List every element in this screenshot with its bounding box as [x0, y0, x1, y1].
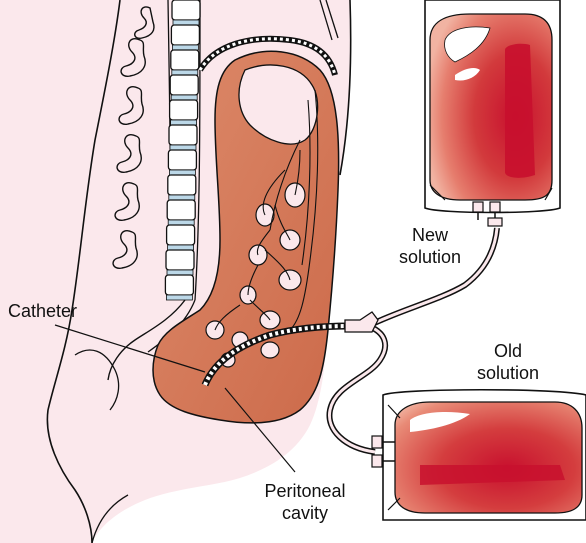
intervertebral-disc	[172, 45, 198, 50]
old-solution-bag	[372, 390, 586, 520]
vertebra	[168, 175, 196, 195]
label-old-solution-line2: solution	[463, 362, 553, 384]
vertebra	[171, 25, 199, 45]
new-solution-bag	[425, 0, 560, 226]
intervertebral-disc	[168, 220, 194, 225]
y-connector	[345, 312, 378, 332]
label-old-solution-line1: Old	[463, 340, 553, 362]
vertebra	[172, 0, 200, 20]
intervertebral-disc	[171, 95, 197, 100]
vertebra	[171, 50, 199, 70]
vertebra	[167, 200, 195, 220]
intervertebral-disc	[171, 120, 197, 125]
label-peritoneal-cavity-line2: cavity	[250, 502, 360, 524]
label-new-solution: New solution	[385, 224, 475, 268]
vertebra	[170, 100, 198, 120]
vertebra	[167, 225, 195, 245]
label-new-solution-line2: solution	[385, 246, 475, 268]
intervertebral-disc	[172, 70, 198, 75]
vertebra	[169, 125, 197, 145]
intervertebral-disc	[169, 170, 195, 175]
intervertebral-disc	[169, 195, 195, 200]
label-catheter: Catheter	[8, 300, 77, 322]
vertebra	[166, 250, 194, 270]
vertebra	[165, 275, 193, 295]
label-peritoneal-cavity: Peritoneal cavity	[250, 480, 360, 524]
intervertebral-disc	[170, 145, 196, 150]
intervertebral-disc	[166, 295, 192, 300]
intervertebral-disc	[173, 20, 199, 25]
intervertebral-disc	[168, 245, 194, 250]
label-peritoneal-cavity-line1: Peritoneal	[250, 480, 360, 502]
label-old-solution: Old solution	[463, 340, 553, 384]
intervertebral-disc	[167, 270, 193, 275]
vertebra	[170, 75, 198, 95]
vertebra	[168, 150, 196, 170]
label-new-solution-line1: New	[385, 224, 475, 246]
